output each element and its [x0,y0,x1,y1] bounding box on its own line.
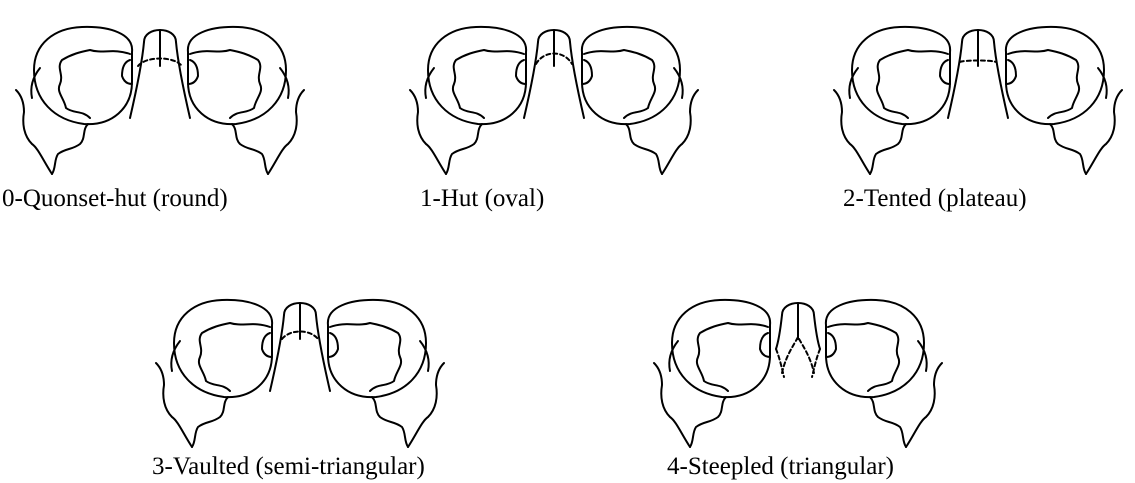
caption-quonset-hut: 0-Quonset-hut (round) [2,185,228,213]
panel-2-tented [828,12,1128,162]
skull-diagram-hut [404,12,704,162]
right-cheek [232,124,268,174]
right-orbitRim [826,300,924,397]
right-jaw [268,90,304,174]
left-cheek [52,124,88,174]
left-jaw [654,363,690,447]
nasal-aperture-lower-right-dashed [812,349,820,377]
panel-3-vaulted [150,285,450,435]
panel-4-steepled [648,285,948,435]
left-cheek [870,124,906,174]
right-lacrimal [188,60,198,84]
left-orbitInner [697,323,768,391]
caption-tented: 2-Tented (plateau) [843,185,1027,213]
left-cheek [446,124,482,174]
right-orbitRim [188,27,286,124]
left-lacrimal [516,60,526,84]
skull-diagram-vaulted [150,285,450,435]
caption-steepled: 4-Steepled (triangular) [667,453,894,481]
left-jaw [410,90,446,174]
left-orbitRim [852,27,950,124]
left-lacrimal [940,60,950,84]
right-cheek [372,397,408,447]
right-jaw [1086,90,1122,174]
left-cheek [690,397,726,447]
left-orbitInner [199,323,270,391]
right-jaw [906,363,942,447]
nasal-aperture-left-edge [776,315,782,349]
right-orbitInner [190,50,261,118]
right-lacrimal [328,333,338,357]
skull-diagram-quonset-hut [10,12,310,162]
nasal-aperture-right-edge [814,315,820,349]
right-orbitInner [330,323,401,391]
right-orbitInner [1008,50,1079,118]
right-lacrimal [826,333,836,357]
right-cheek [1050,124,1086,174]
left-orbitRim [428,27,526,124]
left-jaw [156,363,192,447]
left-lacrimal [760,333,770,357]
right-cheek [870,397,906,447]
left-lacrimal [262,333,272,357]
left-lacrimal [122,60,132,84]
left-orbitRim [174,300,272,397]
nasal-aperture-profile-dashed [782,337,814,373]
left-orbitInner [59,50,130,118]
left-orbitInner [453,50,524,118]
left-orbitInner [877,50,948,118]
caption-hut: 1-Hut (oval) [420,185,544,213]
right-orbitRim [1006,27,1104,124]
right-cheek [626,124,662,174]
caption-vaulted: 3-Vaulted (semi-triangular) [152,453,425,481]
right-orbitInner [584,50,655,118]
panel-0-quonset-hut [10,12,310,162]
skull-diagram-tented [828,12,1128,162]
left-cheek [192,397,228,447]
nasal-aperture-lower-left-dashed [776,349,784,377]
right-jaw [408,363,444,447]
left-orbitRim [672,300,770,397]
right-lacrimal [1006,60,1016,84]
left-jaw [834,90,870,174]
right-orbitRim [582,27,680,124]
right-orbitInner [828,323,899,391]
right-orbitRim [328,300,426,397]
panel-1-hut [404,12,704,162]
right-jaw [662,90,698,174]
right-lacrimal [582,60,592,84]
left-orbitRim [34,27,132,124]
skull-diagram-steepled [648,285,948,435]
left-jaw [16,90,52,174]
